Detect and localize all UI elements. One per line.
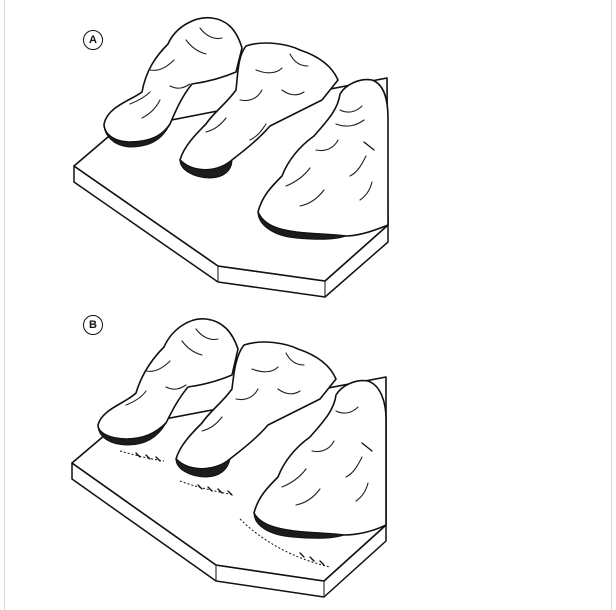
panel-a: A — [0, 0, 616, 305]
panel-b-block-diagram — [0, 305, 616, 610]
panel-a-block-diagram — [0, 0, 616, 305]
panel-b: B — [0, 305, 616, 610]
